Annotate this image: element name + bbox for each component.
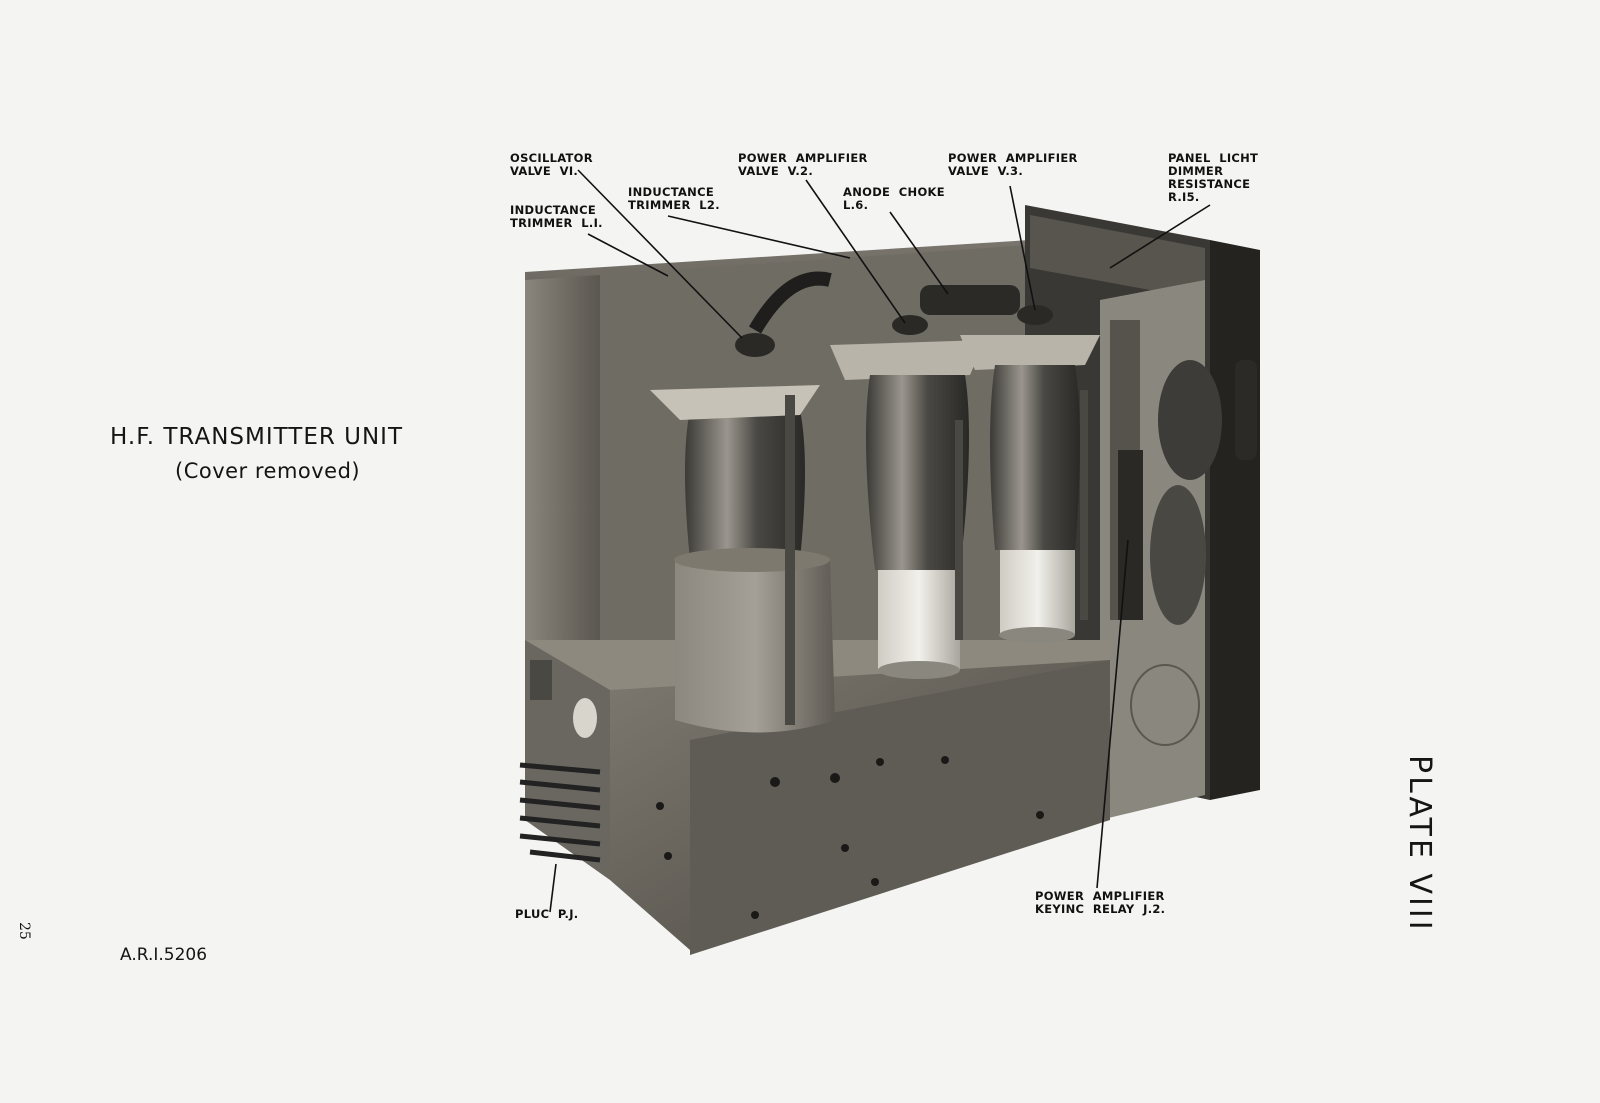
callout-plug-pj: PLUC P.J. (515, 907, 579, 921)
page-number: 25 (16, 922, 32, 940)
caption-subtitle: (Cover removed) (175, 459, 361, 483)
callout-power-amplifier-v2: POWER AMPLIFIER VALVE V.2. (738, 151, 868, 178)
callout-inductance-trimmer-l1: INDUCTANCE TRIMMER L.I. (510, 203, 603, 230)
callout-keying-relay: POWER AMPLIFIER KEYINC RELAY J.2. (1035, 889, 1166, 916)
callout-panel-light-dimmer: PANEL LICHT DIMMER RESISTANCE R.I5. (1168, 151, 1259, 204)
anode-choke (748, 271, 1020, 334)
power-amplifier-valve-v3 (960, 305, 1100, 643)
oscillator-valve-v1 (650, 333, 835, 733)
callout-oscillator-valve: OSCILLATOR VALVE VI. (510, 151, 593, 178)
callout-inductance-trimmer-l2: INDUCTANCE TRIMMER L2. (628, 185, 720, 212)
power-amplifier-valve-v2 (830, 315, 985, 679)
plate-label: PLATE VIII (1402, 755, 1437, 933)
reference-number: A.R.I.5206 (120, 945, 208, 965)
plug-pins (519, 762, 601, 863)
callout-anode-choke: ANODE CHOKE L.6. (843, 185, 945, 212)
caption-title: H.F. TRANSMITTER UNIT (110, 424, 404, 450)
callout-power-amplifier-v3: POWER AMPLIFIER VALVE V.3. (948, 151, 1078, 178)
leader-lines (549, 169, 1211, 913)
plate-caption: H.F. TRANSMITTER UNIT (Cover removed) (110, 420, 440, 488)
